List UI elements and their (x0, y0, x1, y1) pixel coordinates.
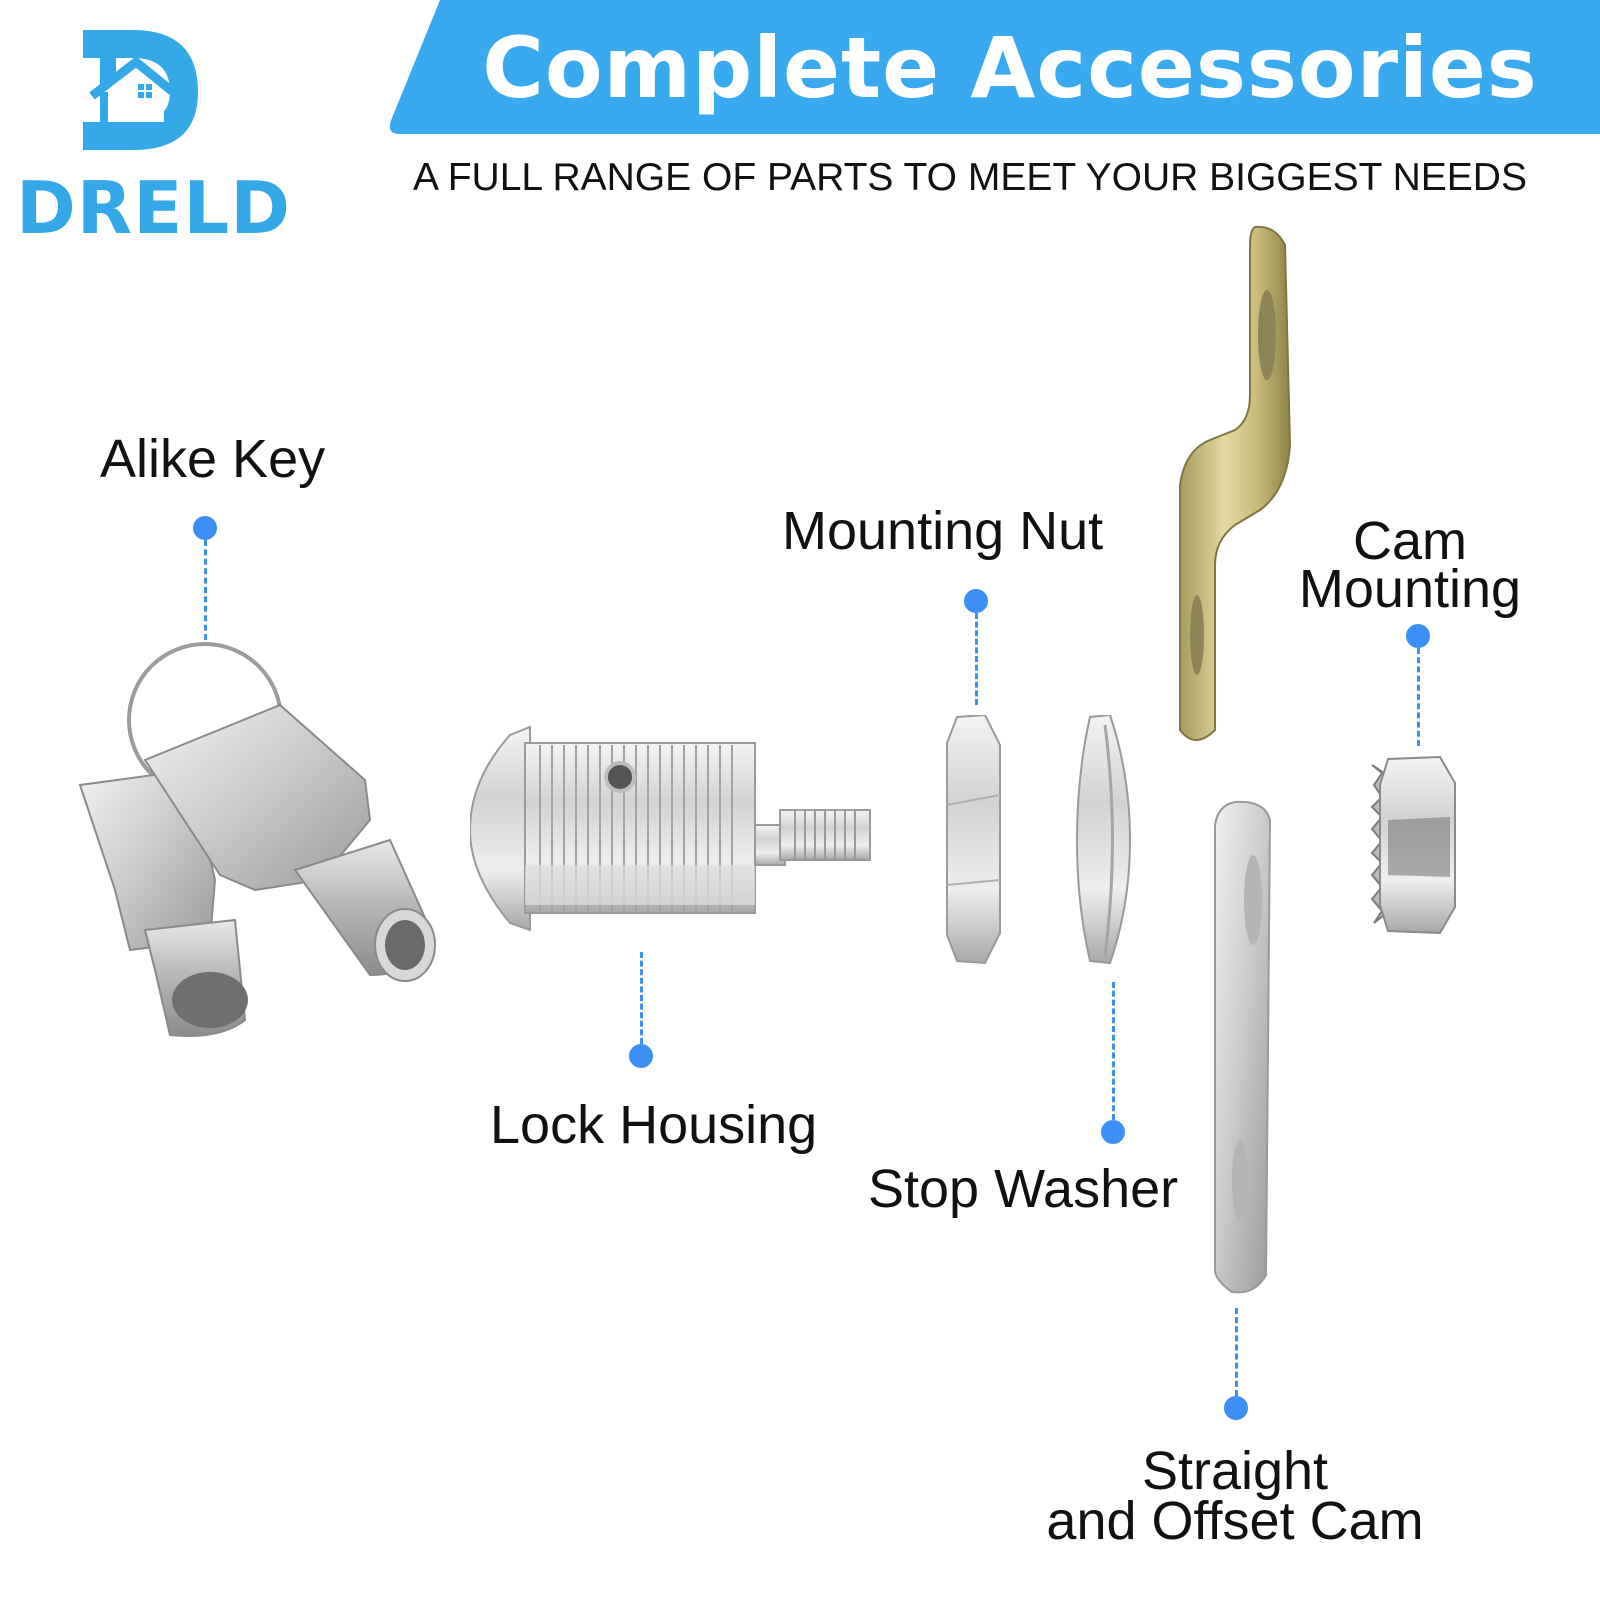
label-straight-cam-line2: and Offset Cam (1046, 1491, 1424, 1551)
leader-line-mounting-nut (975, 613, 978, 705)
leader-dot-alike-key (193, 516, 217, 540)
offset-cam-image (1179, 225, 1292, 741)
label-mounting-nut: Mounting Nut (782, 501, 1104, 561)
leader-line-straight-cam (1235, 1308, 1238, 1396)
label-stop-washer: Stop Washer (868, 1159, 1179, 1219)
house-in-d-logo-icon (83, 30, 198, 150)
leader-line-lock-housing (640, 952, 643, 1044)
page-subtitle: A FULL RANGE OF PARTS TO MEET YOUR BIGGE… (413, 156, 1527, 199)
leader-dot-straight-cam (1224, 1396, 1248, 1420)
label-lock-housing: Lock Housing (490, 1095, 818, 1155)
mounting-nut-image (946, 715, 1001, 965)
leader-dot-mounting-nut (964, 589, 988, 613)
label-alike-key: Alike Key (100, 429, 326, 489)
brand-name: DRELD (16, 166, 292, 250)
leader-dot-stop-washer (1101, 1120, 1125, 1144)
cam-mounting-nut-image (1370, 755, 1456, 935)
leader-line-cam-mounting (1417, 648, 1420, 746)
page-title: Complete Accessories (482, 19, 1538, 117)
header-banner (389, 0, 1600, 134)
label-straight-cam-line1: Straight (1141, 1441, 1329, 1501)
alike-key-image (78, 642, 437, 1037)
lock-housing-image (470, 725, 871, 932)
leader-line-stop-washer (1112, 982, 1115, 1120)
stop-washer-image (1075, 715, 1132, 965)
label-cam-mounting-line1: Cam (1352, 511, 1467, 571)
label-cam-mounting-line2: Mounting (1298, 559, 1522, 619)
leader-dot-lock-housing (629, 1044, 653, 1068)
leader-line-alike-key (204, 540, 207, 640)
straight-cam-image (1214, 800, 1272, 1294)
leader-dot-cam-mounting (1406, 624, 1430, 648)
